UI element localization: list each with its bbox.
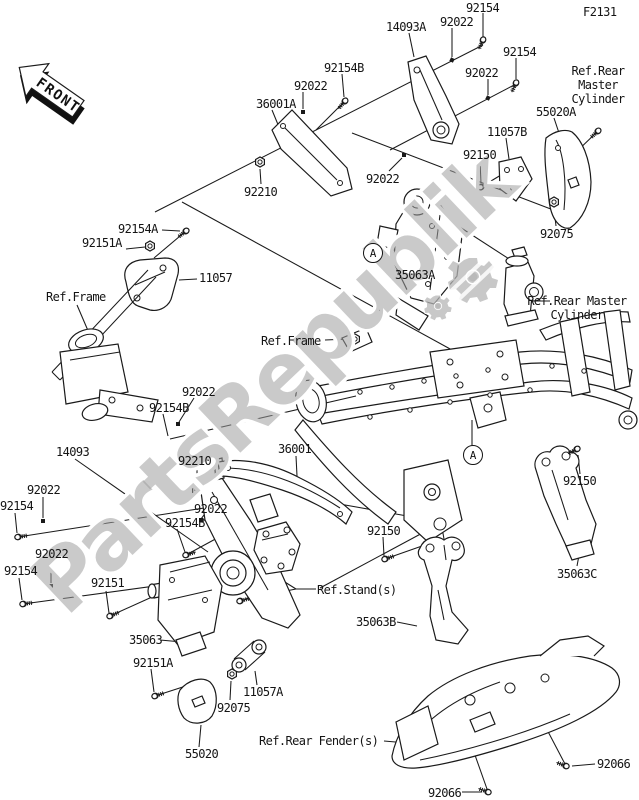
- bracket-14093A: [407, 55, 460, 145]
- figure-code: F2131: [583, 5, 617, 19]
- axis-ticks: [41, 57, 491, 588]
- bracket-14093: [199, 477, 301, 629]
- guard-55020A: [544, 129, 592, 229]
- gear-icon: [445, 255, 500, 305]
- guard-55020: [177, 678, 217, 724]
- main-frame: [294, 309, 638, 543]
- link-11057A: [231, 639, 267, 673]
- rear-fender: [391, 635, 621, 769]
- front-arrow: FRONT: [18, 62, 85, 125]
- stand-bracket-plate: [253, 521, 301, 575]
- plate-36001: [213, 457, 353, 525]
- plate-36001A: [271, 109, 353, 197]
- stay-35063C: [534, 445, 597, 561]
- bracket-11057: [124, 257, 180, 311]
- front-fork-head: [51, 269, 159, 423]
- bracket-11057B: [498, 156, 533, 202]
- mount-35063: [147, 555, 223, 657]
- rear-master-cylinder: [503, 246, 544, 327]
- gear-icon-small: [423, 294, 453, 322]
- stay-35063B: [417, 536, 469, 645]
